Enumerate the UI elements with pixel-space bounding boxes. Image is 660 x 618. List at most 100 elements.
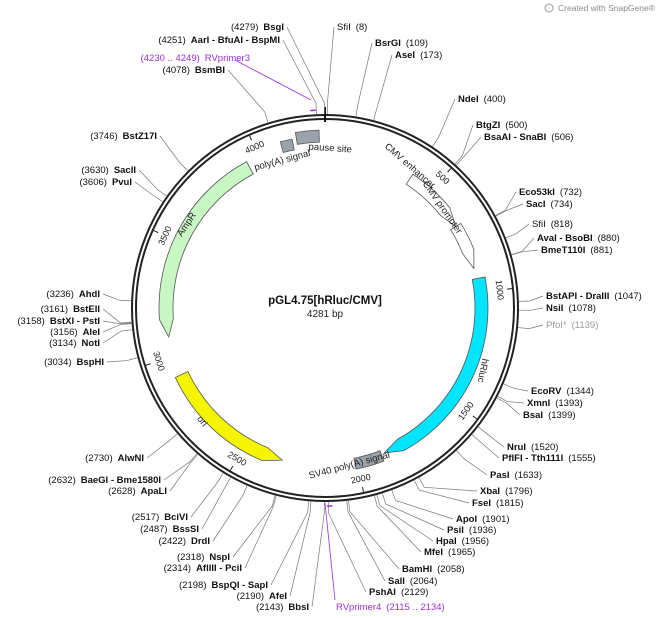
tick-3500 <box>153 230 159 234</box>
site-label-noti[interactable]: (3134)NotI <box>49 338 100 349</box>
site-label-btgzi[interactable]: BtgZI(500) <box>476 120 527 131</box>
site-label-apoi[interactable]: ApoI(1901) <box>456 514 510 525</box>
site-label-alei[interactable]: (3156)AleI <box>50 327 100 338</box>
site-label-pasi[interactable]: PasI(1633) <box>490 470 542 481</box>
site-label-xbai[interactable]: XbaI(1796) <box>480 486 533 497</box>
site-label-xmni[interactable]: XmnI(1393) <box>527 398 583 409</box>
site-label-drdi[interactable]: (2422)DrdI <box>159 536 210 547</box>
site-label-baegi[interactable]: (2632)BaeGI - Bme1580I <box>48 475 161 486</box>
site-label-apali[interactable]: (2628)ApaLI <box>108 486 167 497</box>
site-label-pshai[interactable]: PshAI(2129) <box>369 587 428 598</box>
site-label-asei[interactable]: AseI(173) <box>395 50 442 61</box>
site-label-ecorv[interactable]: EcoRV(1344) <box>531 386 594 397</box>
snapgene-watermark: Created with SnapGene® <box>544 3 656 13</box>
site-label-bbsi[interactable]: (2143)BbsI <box>256 602 309 613</box>
site-position: (1344) <box>566 386 593 397</box>
site-label-nsii[interactable]: NsiI(1078) <box>546 303 596 314</box>
site-label-ahdi[interactable]: (3236)AhdI <box>46 289 100 300</box>
site-leader-bsai <box>496 397 521 416</box>
site-name: AseI <box>395 50 415 61</box>
site-name: SfiI <box>532 219 546 230</box>
site-name: BtgZI <box>476 120 500 131</box>
site-leader-fsei <box>413 480 470 504</box>
site-label-ndei[interactable]: NdeI(400) <box>458 94 506 105</box>
site-label-bcivi[interactable]: (2517)BciVI <box>132 512 188 523</box>
site-name: BspHI <box>77 357 104 368</box>
site-position: (3134) <box>49 338 76 349</box>
site-label-bsgi[interactable]: (4279)BsgI <box>231 22 284 33</box>
site-label-eco53ki[interactable]: Eco53kI(732) <box>519 187 582 198</box>
site-label-bsteii[interactable]: (3161)BstEII <box>41 304 100 315</box>
feature-label-polya-signal: poly(A) signal <box>253 148 311 174</box>
site-leader-sfii-818 <box>505 223 530 239</box>
site-label-mfei[interactable]: MfeI(1965) <box>424 547 475 558</box>
site-label-bsaai[interactable]: BsaAI - SnaBI(506) <box>484 132 573 143</box>
feature-cmv-promoter[interactable] <box>450 222 475 270</box>
primer-rvprimer4[interactable]: RVprimer4(2115 .. 2134) <box>324 502 445 613</box>
site-label-bsphi[interactable]: (3034)BspHI <box>44 357 104 368</box>
tick-500 <box>447 168 452 173</box>
feature-polya-signal[interactable] <box>279 138 295 154</box>
site-label-pflfi[interactable]: PflFI - Tth111I(1555) <box>502 453 596 464</box>
site-name: AlwNI <box>118 453 144 464</box>
site-name: PvuI <box>112 177 132 188</box>
rvprimer3-label: (4230 .. 4249)RVprimer3 <box>141 53 250 64</box>
site-label-bstxi[interactable]: (3158)BstXI - PstI <box>17 316 100 327</box>
site-label-hpai[interactable]: HpaI(1956) <box>436 536 489 547</box>
feature-hrluc[interactable] <box>383 276 489 454</box>
site-label-bspqi[interactable]: (2198)BspQI - SapI <box>179 580 268 591</box>
site-label-bsmbi[interactable]: (4078)BsmBI <box>162 65 225 76</box>
feature-ampr[interactable] <box>158 161 254 339</box>
backbone-inner <box>135 118 515 498</box>
site-label-bstz17i[interactable]: (3746)BstZ17I <box>90 131 157 142</box>
site-label-sfii-818[interactable]: SfiI(818) <box>532 219 573 230</box>
site-name: Eco53kI <box>519 187 555 198</box>
site-name: SfiI <box>337 22 351 33</box>
site-label-fsei[interactable]: FseI(1815) <box>472 498 523 509</box>
site-name: BstAPI - DraIII <box>546 291 609 302</box>
site-name: AvaI - BsoBI <box>537 233 593 244</box>
site-leader-afliii <box>244 495 277 569</box>
feature-pause-site[interactable] <box>294 129 320 145</box>
site-label-bme-t110i[interactable]: BmeT110I(881) <box>541 245 613 256</box>
feature-cmv-enhancer[interactable] <box>405 173 457 228</box>
site-label-aari[interactable]: (4251)AarI - BfuAI - BspMI <box>158 35 280 46</box>
site-leader-ndei <box>432 98 456 147</box>
tick-4000 <box>249 135 253 141</box>
site-leader-ahdi <box>102 293 132 302</box>
site-label-sacii[interactable]: (3630)SacII <box>81 165 136 176</box>
site-label-psii[interactable]: PsiI (1936) <box>447 525 496 536</box>
site-label-bsai[interactable]: BsaI(1399) <box>523 410 576 421</box>
site-leader-nsii <box>518 307 544 311</box>
site-label-bsrgi[interactable]: BsrGI(109) <box>375 38 428 49</box>
feature-ori[interactable] <box>174 370 284 462</box>
site-leader-apoi <box>391 490 454 520</box>
site-position: (3606) <box>79 177 106 188</box>
site-label-nspi[interactable]: (2318)NspI <box>177 552 230 563</box>
site-label-nrui[interactable]: NruI(1520) <box>507 442 558 453</box>
site-label-sfii-8[interactable]: SfiI(8) <box>337 22 367 33</box>
site-label-pvui[interactable]: (3606) PvuI <box>79 177 132 188</box>
primer-rvprimer3[interactable]: (4230 .. 4249)RVprimer3 <box>141 53 316 112</box>
site-leader-pflfi <box>471 434 500 459</box>
site-label-afei[interactable]: (2190)AfeI <box>237 591 287 602</box>
site-name: PsiI <box>447 525 464 536</box>
rvprimer4-label: RVprimer4(2115 .. 2134) <box>336 602 445 613</box>
site-label-bamhi[interactable]: BamHI(2058) <box>402 564 465 575</box>
site-label-bstapi[interactable]: BstAPI - DraIII(1047) <box>546 291 642 302</box>
plasmid-length: 4281 bp <box>307 309 344 320</box>
feature-sv40-polya[interactable] <box>353 450 385 470</box>
site-label-alwni[interactable]: (2730)AlwNI <box>85 453 144 464</box>
site-label-saci[interactable]: SacI(734) <box>526 199 573 210</box>
site-position: (1936) <box>469 525 496 536</box>
site-label-bsssi[interactable]: (2487)BssSI <box>140 524 199 535</box>
site-name: ApoI <box>456 514 477 525</box>
site-label-sali[interactable]: SalI(2064) <box>388 576 437 587</box>
site-name: BsaI <box>523 410 543 421</box>
site-label-avai[interactable]: AvaI - BsoBI(880) <box>537 233 620 244</box>
site-label-pfoi[interactable]: PfoI*(1139) <box>546 320 598 331</box>
site-leader-bamhi <box>348 500 400 570</box>
site-leader-bstxi <box>102 320 132 325</box>
site-label-afliii[interactable]: (2314)AflIII - PciI <box>164 563 242 574</box>
